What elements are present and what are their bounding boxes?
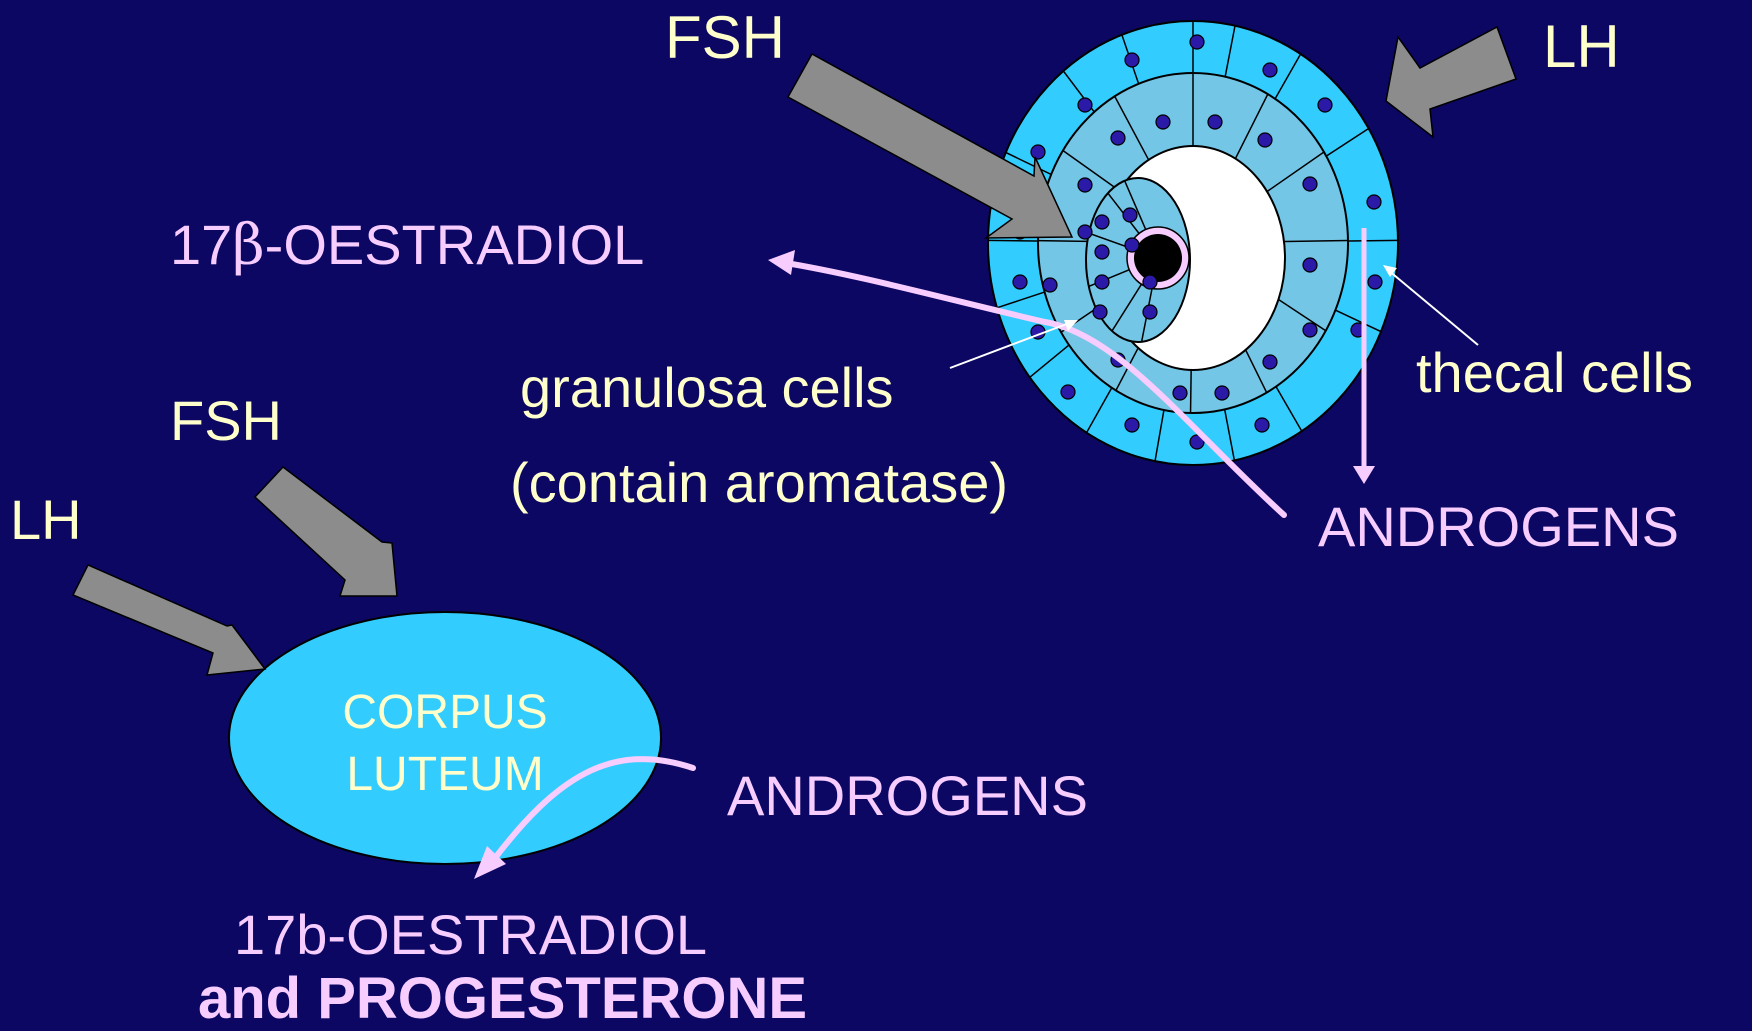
cell-nucleus: [1143, 275, 1157, 289]
cell-nucleus: [1095, 275, 1109, 289]
oestradiol-top-name: -OESTRADIOL: [265, 213, 645, 276]
thecal-pointer: [1383, 265, 1478, 345]
lh-left-label: LH: [10, 492, 82, 548]
cell-nucleus: [1318, 98, 1332, 112]
corpus-luteum-label: CORPUS LUTEUM: [315, 682, 575, 806]
oestradiol-top-label: 17β-OESTRADIOL: [170, 217, 644, 274]
cell-nucleus: [1078, 178, 1092, 192]
oocyte: [1134, 234, 1182, 282]
cell-nucleus: [1208, 115, 1222, 129]
cell-nucleus: [1303, 323, 1317, 337]
cell-nucleus: [1125, 53, 1139, 67]
cell-nucleus: [1215, 386, 1229, 400]
cell-nucleus: [1013, 275, 1027, 289]
cell-nucleus: [1255, 418, 1269, 432]
progesterone-label: and PROGESTERONE: [198, 970, 807, 1028]
cell-nucleus: [1368, 275, 1382, 289]
granulosa-label: granulosa cells: [520, 360, 894, 416]
oestradiol-bottom-label: 17b-OESTRADIOL: [234, 907, 707, 963]
cell-nucleus: [1303, 177, 1317, 191]
aromatase-label: (contain aromatase): [510, 455, 1008, 511]
cell-nucleus: [1095, 245, 1109, 259]
cell-nucleus: [1111, 131, 1125, 145]
lh-top-arrow: [1386, 27, 1516, 137]
cell-nucleus: [1043, 278, 1057, 292]
thecal-label: thecal cells: [1416, 345, 1693, 401]
cell-nucleus: [1156, 115, 1170, 129]
corpus-label-line2: LUTEUM: [315, 744, 575, 806]
fsh-top-label: FSH: [665, 8, 785, 68]
follicle: [960, 0, 1430, 490]
beta-symbol: β: [232, 213, 264, 278]
cell-nucleus: [1263, 355, 1277, 369]
cell-nucleus: [1258, 133, 1272, 147]
androgens-bottom-label: ANDROGENS: [727, 768, 1088, 824]
fsh-left-label: FSH: [170, 393, 282, 449]
cell-nucleus: [1263, 63, 1277, 77]
cell-nucleus: [1190, 35, 1204, 49]
cell-nucleus: [1031, 145, 1045, 159]
fsh-left-arrow: [255, 467, 397, 596]
cell-nucleus: [1078, 98, 1092, 112]
cell-nucleus: [1367, 195, 1381, 209]
cell-nucleus: [1095, 215, 1109, 229]
cell-nucleus: [1173, 386, 1187, 400]
lh-left-arrow: [73, 565, 265, 675]
corpus-label-line1: CORPUS: [315, 682, 575, 744]
cell-nucleus: [1061, 385, 1075, 399]
androgens-top-label: ANDROGENS: [1318, 499, 1679, 555]
cell-nucleus: [1093, 305, 1107, 319]
oestradiol-top-number: 17: [170, 213, 232, 276]
lh-top-label: LH: [1543, 17, 1620, 77]
cell-nucleus: [1125, 418, 1139, 432]
cell-nucleus: [1143, 305, 1157, 319]
cell-nucleus: [1303, 258, 1317, 272]
cell-nucleus: [1123, 208, 1137, 222]
cell-nucleus: [1125, 238, 1139, 252]
cell-nucleus: [1078, 225, 1092, 239]
